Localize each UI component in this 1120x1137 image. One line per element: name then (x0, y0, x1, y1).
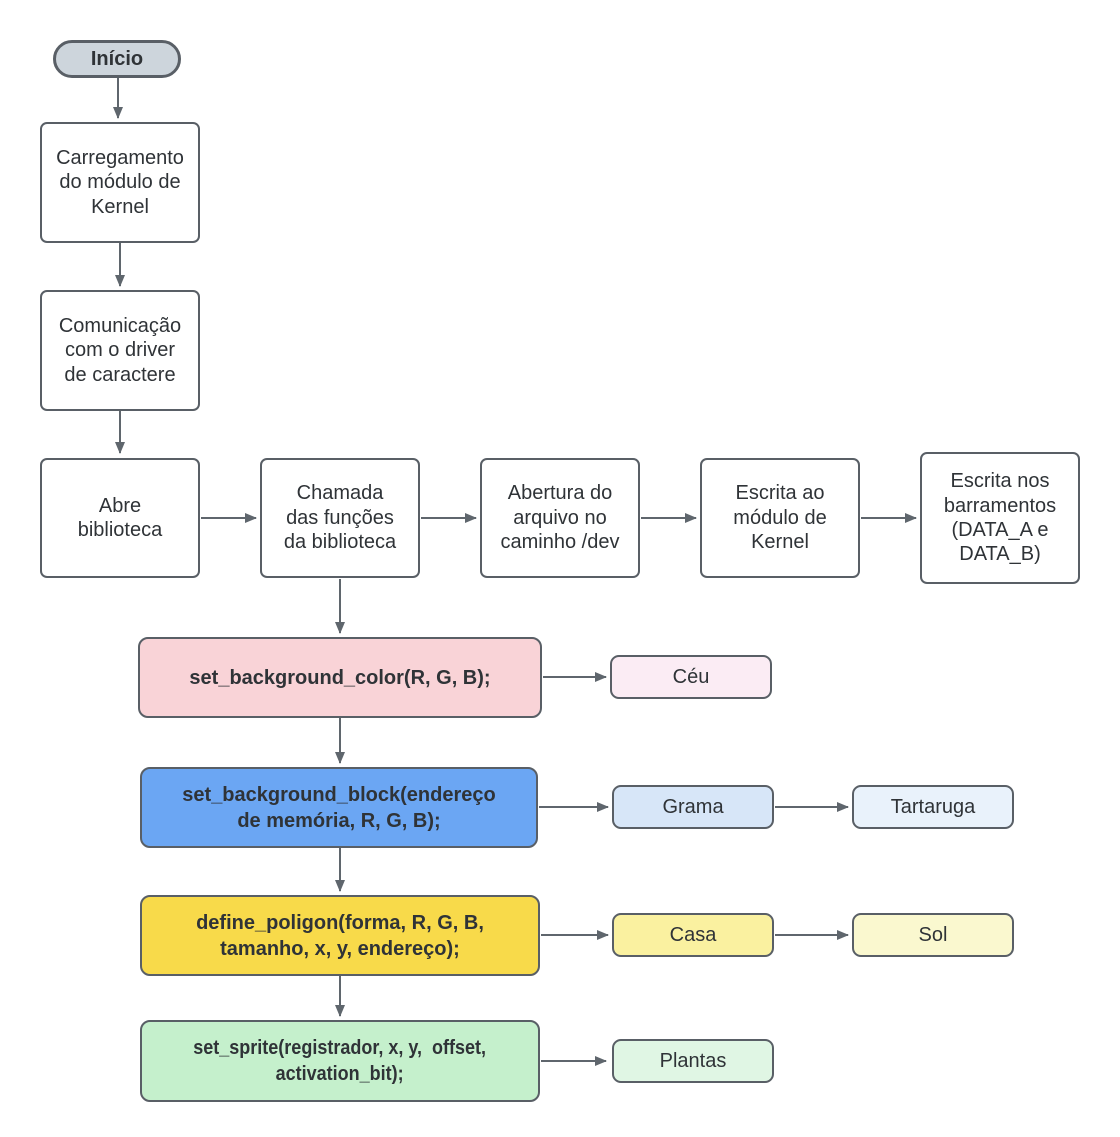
process-node-label: Comunicação com o driver de caractere (58, 314, 182, 386)
object-node-label: Céu (672, 665, 710, 688)
start-node-inicio: Início (53, 40, 181, 78)
process-node-label: Chamada das funções da biblioteca (283, 482, 397, 554)
process-node-label: Carregamento do módulo de Kernel (56, 146, 184, 218)
object-node-plantas: Plantas (612, 1039, 774, 1083)
process-node-comunicacao: Comunicação com o driver de caractere (40, 290, 200, 411)
function-node-label: set_background_block(endereço de memória… (182, 783, 496, 832)
process-node-escrita-modulo: Escrita ao módulo de Kernel (700, 458, 860, 578)
object-node-grama: Grama (612, 785, 774, 829)
process-node-escrita-barramentos: Escrita nos barramentos (DATA_A e DATA_B… (920, 452, 1080, 584)
process-node-chamada-funcoes: Chamada das funções da biblioteca (260, 458, 420, 578)
object-node-label: Casa (669, 923, 717, 946)
function-node-define-poligon: define_poligon(forma, R, G, B, tamanho, … (140, 895, 540, 976)
object-node-label: Sol (918, 923, 948, 946)
function-node-label: define_poligon(forma, R, G, B, tamanho, … (196, 911, 484, 960)
function-node-set-sprite: set_sprite(registrador, x, y, offset, ac… (140, 1020, 540, 1102)
process-node-carregamento: Carregamento do módulo de Kernel (40, 122, 200, 243)
function-node-label: set_background_color(R, G, B); (189, 666, 491, 689)
object-node-ceu: Céu (610, 655, 772, 699)
process-node-label: Escrita nos barramentos (DATA_A e DATA_B… (943, 470, 1057, 566)
object-node-sol: Sol (852, 913, 1014, 957)
object-node-casa: Casa (612, 913, 774, 957)
function-node-set-background-color: set_background_color(R, G, B); (138, 637, 542, 718)
process-node-abre-biblioteca: Abre biblioteca (40, 458, 200, 578)
process-node-label: Abertura do arquivo no caminho /dev (500, 482, 620, 554)
function-node-label: set_sprite(registrador, x, y, offset, ac… (193, 1037, 487, 1085)
object-node-tartaruga: Tartaruga (852, 785, 1014, 829)
object-node-label: Plantas (659, 1049, 727, 1072)
start-node-label: Início (90, 47, 144, 70)
object-node-label: Grama (662, 795, 724, 818)
process-node-label: Abre biblioteca (77, 494, 163, 541)
object-node-label: Tartaruga (890, 795, 976, 818)
process-node-abertura-arquivo: Abertura do arquivo no caminho /dev (480, 458, 640, 578)
process-node-label: Escrita ao módulo de Kernel (733, 482, 827, 554)
function-node-set-background-block: set_background_block(endereço de memória… (140, 767, 538, 848)
